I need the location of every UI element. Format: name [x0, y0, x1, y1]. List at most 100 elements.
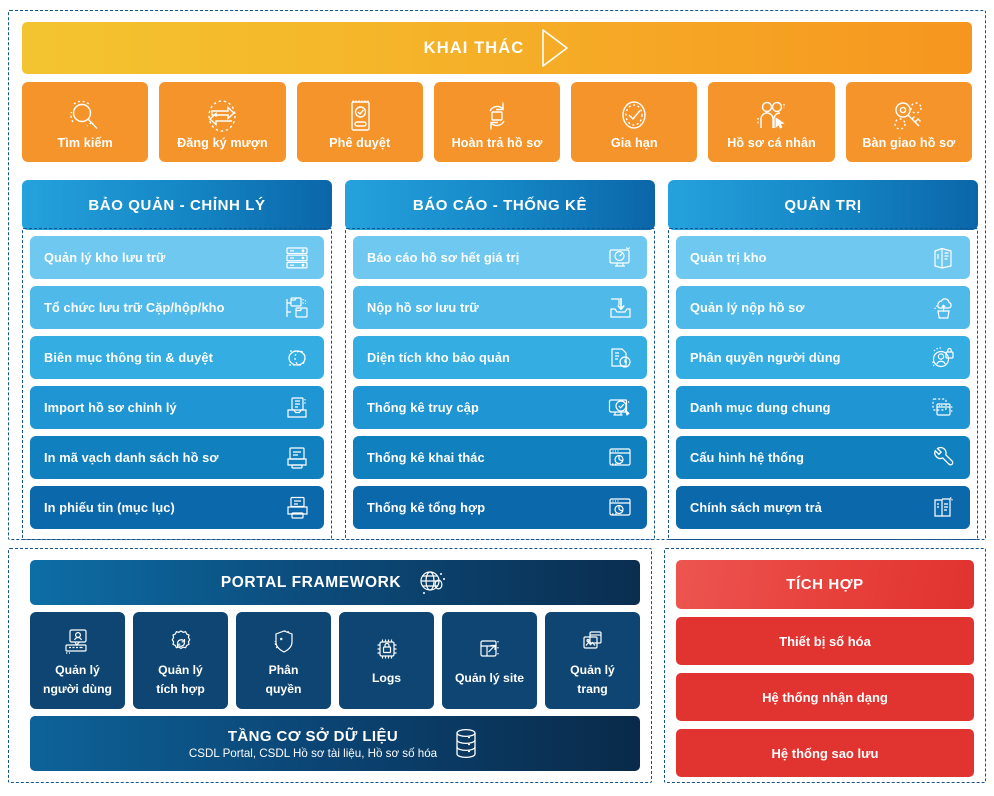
item-nop-ho-so-luu-tru[interactable]: Nộp hồ sơ lưu trữ	[353, 286, 647, 329]
folders-organize-icon	[282, 295, 312, 321]
item-label: Quản lý kho lưu trữ	[44, 250, 166, 265]
site-arrow-icon	[474, 634, 506, 668]
cloud-upload-bin-icon	[928, 295, 958, 321]
approval-document-icon	[340, 98, 380, 134]
ptile-phan-quyen[interactable]: Phân quyền	[236, 612, 331, 709]
item-label: Phân quyền người dùng	[690, 350, 841, 365]
integration-item-he-thong-nhan-dang[interactable]: Hệ thống nhận dạng	[676, 673, 974, 721]
column-1-items: Quản lý kho lưu trữ Tổ chức lưu trữ Cặp/…	[30, 236, 324, 529]
monitor-gauge-icon	[605, 245, 635, 271]
ptile-quan-ly-nguoi-dung[interactable]: Quản lý người dùng	[30, 612, 125, 709]
portal-region	[8, 548, 652, 783]
ptile-quan-ly-tich-hop[interactable]: Quản lý tích hợp	[133, 612, 228, 709]
integration-item-he-thong-sao-luu[interactable]: Hệ thống sao lưu	[676, 729, 974, 777]
column-3-region	[668, 228, 978, 540]
item-bao-cao-ho-so-het-gia-tri[interactable]: Báo cáo hồ sơ hết giá trị	[353, 236, 647, 279]
column-header: BẢO QUẢN - CHỈNH LÝ	[22, 180, 332, 230]
column-2-region	[345, 228, 655, 540]
ptile-label-line1: Phân	[268, 663, 299, 678]
ptile-label-line1: Quản lý	[570, 663, 615, 678]
item-quan-tri-kho[interactable]: Quản trị kho	[676, 236, 970, 279]
ptile-quan-ly-site[interactable]: Quản lý site	[442, 612, 537, 709]
tile-label: Phê duyệt	[329, 136, 391, 150]
integration-item-thiet-bi-so-hoa[interactable]: Thiết bị số hóa	[676, 617, 974, 665]
ptile-label-line2: trang	[577, 681, 608, 696]
ptile-label-line1: Quản lý	[158, 663, 203, 678]
item-in-ma-vach[interactable]: In mã vạch danh sách hồ sơ	[30, 436, 324, 479]
chip-lock-icon	[371, 634, 403, 668]
tile-ban-giao-ho-so[interactable]: Bàn giao hồ sơ	[845, 82, 972, 162]
tile-tim-kiem[interactable]: Tìm kiếm	[22, 82, 149, 162]
column-title: BÁO CÁO - THỐNG KÊ	[412, 196, 588, 214]
window-piechart-icon	[605, 495, 635, 521]
wrench-icon	[928, 445, 958, 471]
item-label: Import hồ sơ chỉnh lý	[44, 400, 177, 415]
item-label: In mã vạch danh sách hồ sơ	[44, 450, 219, 465]
item-to-chuc-luu-tru[interactable]: Tổ chức lưu trữ Cặp/hộp/kho	[30, 286, 324, 329]
item-phan-quyen-nguoi-dung[interactable]: Phân quyền người dùng	[676, 336, 970, 379]
item-thong-ke-tong-hop[interactable]: Thống kê tổng hợp	[353, 486, 647, 529]
import-folder-icon	[282, 395, 312, 421]
window-piechart-icon	[605, 445, 635, 471]
ptile-label-line1: Logs	[371, 670, 402, 685]
policy-documents-icon	[928, 495, 958, 521]
item-thong-ke-truy-cap[interactable]: Thống kê truy cập	[353, 386, 647, 429]
exploitation-tiles: Tìm kiếm Đăng ký mượn	[22, 82, 972, 162]
item-cau-hinh-he-thong[interactable]: Cấu hình hệ thống	[676, 436, 970, 479]
item-label: Báo cáo hồ sơ hết giá trị	[367, 250, 520, 265]
item-quan-ly-nop-ho-so[interactable]: Quản lý nộp hồ sơ	[676, 286, 970, 329]
tile-label: Gia hạn	[610, 136, 658, 150]
tile-hoan-tra-ho-so[interactable]: Hoàn trả hồ sơ	[433, 82, 561, 162]
tile-label: Hoàn trả hồ sơ	[451, 136, 543, 150]
item-dien-tich-kho-bao-quan[interactable]: Diện tích kho bảo quản	[353, 336, 647, 379]
integration-title: TÍCH HỢP	[786, 576, 864, 593]
item-bien-muc-thong-tin[interactable]: Biên mục thông tin & duyệt	[30, 336, 324, 379]
tile-phe-duyet[interactable]: Phê duyệt	[296, 82, 423, 162]
ptile-logs[interactable]: Logs	[339, 612, 434, 709]
tile-ho-so-ca-nhan[interactable]: Hồ sơ cá nhân	[708, 82, 835, 162]
portal-framework-title: PORTAL FRAMEWORK	[220, 573, 402, 591]
shield-icon	[268, 626, 300, 660]
ptile-quan-ly-trang[interactable]: Quản lý trang	[545, 612, 640, 709]
ptile-label-line1: Quản lý site	[454, 670, 525, 685]
exchange-arrows-icon	[202, 98, 242, 134]
column-1-region	[22, 228, 332, 540]
users-select-icon	[752, 98, 792, 134]
item-label: Diện tích kho bảo quản	[367, 350, 510, 365]
column-title: QUẢN TRỊ	[784, 196, 862, 214]
item-import-ho-so-chinh-ly[interactable]: Import hồ sơ chỉnh lý	[30, 386, 324, 429]
user-card-icon	[62, 626, 94, 660]
item-label: Thống kê tổng hợp	[367, 500, 486, 515]
user-lock-icon	[928, 345, 958, 371]
item-thong-ke-khai-thac[interactable]: Thống kê khai thác	[353, 436, 647, 479]
tile-gia-han[interactable]: Gia hạn	[571, 82, 698, 162]
ptile-label-line2: quyền	[265, 681, 302, 696]
item-chinh-sach-muon-tra[interactable]: Chính sách mượn trả	[676, 486, 970, 529]
integration-header: TÍCH HỢP	[676, 560, 974, 609]
item-quan-ly-kho-luu-tru[interactable]: Quản lý kho lưu trữ	[30, 236, 324, 279]
tile-dang-ky-muon[interactable]: Đăng ký mượn	[159, 82, 286, 162]
globe-icon	[415, 566, 449, 600]
column-2-items: Báo cáo hồ sơ hết giá trị Nộp hồ sơ lưu …	[353, 236, 647, 529]
item-in-phieu-tin[interactable]: In phiếu tin (mục lục)	[30, 486, 324, 529]
play-triangle-icon	[540, 27, 570, 69]
tile-label: Tìm kiếm	[57, 136, 113, 150]
integration-item-label: Hệ thống nhận dạng	[762, 689, 888, 705]
item-label: Nộp hồ sơ lưu trữ	[367, 300, 479, 315]
column-3-items: Quản trị kho Quản lý nộp hồ sơ	[676, 236, 970, 529]
column-header: QUẢN TRỊ	[668, 180, 978, 230]
item-danh-muc-dung-chung[interactable]: Danh mục dung chung	[676, 386, 970, 429]
item-label: Quản lý nộp hồ sơ	[690, 300, 805, 315]
magnifier-icon	[65, 98, 105, 134]
return-refresh-icon	[477, 98, 517, 134]
gear-sync-icon	[165, 626, 197, 660]
item-label: Biên mục thông tin & duyệt	[44, 350, 213, 365]
khai-thac-banner-title: KHAI THÁC	[423, 38, 525, 57]
column-header: BÁO CÁO - THỐNG KÊ	[345, 180, 655, 230]
printer-icon	[282, 495, 312, 521]
portal-framework-header: PORTAL FRAMEWORK	[30, 560, 640, 605]
monitor-access-icon	[605, 395, 635, 421]
ptile-label-line2: người dùng	[43, 681, 112, 696]
integration-item-label: Thiết bị số hóa	[779, 633, 871, 649]
